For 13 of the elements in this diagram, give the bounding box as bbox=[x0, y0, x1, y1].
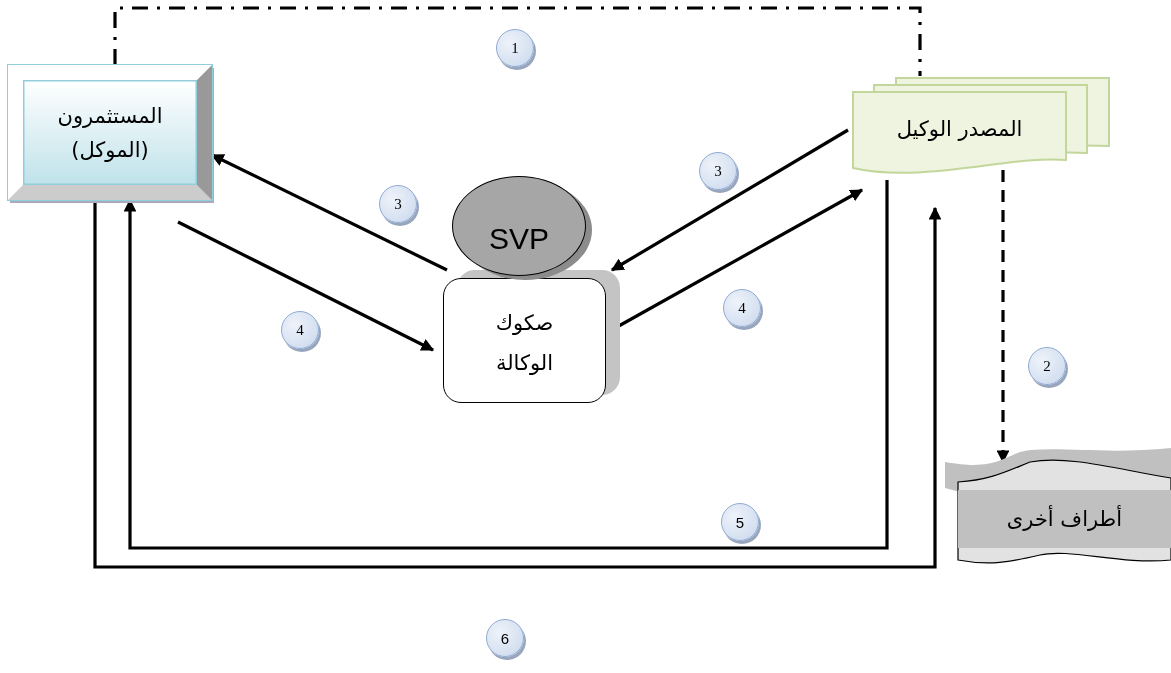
step-badge: 6 bbox=[486, 619, 524, 657]
arrow bbox=[610, 128, 849, 272]
bevel-box: المستثمرون (الموكل) bbox=[8, 65, 212, 200]
step-badge: 5 bbox=[721, 503, 759, 541]
arrow bbox=[177, 220, 435, 352]
step-badge: 1 bbox=[496, 29, 534, 67]
step-badge: 3 bbox=[379, 185, 417, 223]
step-badge: 2 bbox=[1028, 347, 1066, 385]
step-badge: 3 bbox=[699, 152, 737, 190]
step-badge: 4 bbox=[281, 311, 319, 349]
step-badge: 4 bbox=[723, 289, 761, 327]
arrow bbox=[93, 200, 942, 569]
arrow bbox=[123, 180, 889, 550]
